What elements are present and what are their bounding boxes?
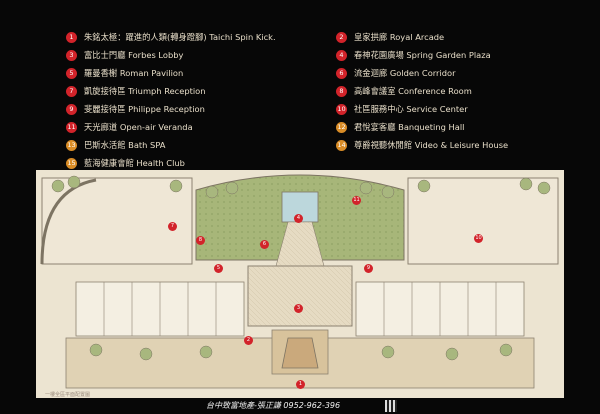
legend-label: 羅曼香榭 Roman Pavilion xyxy=(84,68,184,78)
trees xyxy=(51,175,551,361)
plan-badge: 4 xyxy=(294,214,303,223)
legend-item: 9 斐麗接待區 Philippe Reception xyxy=(66,100,276,118)
tree xyxy=(199,345,213,359)
legend-label: 斐麗接待區 Philippe Reception xyxy=(84,104,205,114)
legend-label: 高峰會議室 Conference Room xyxy=(354,86,472,96)
tree xyxy=(139,347,153,361)
legend-item: 3 富比士門廳 Forbes Lobby xyxy=(66,46,276,64)
legend-label: 社區服務中心 Service Center xyxy=(354,104,468,114)
legend-label: 君悅宴客廳 Banqueting Hall xyxy=(354,122,465,132)
legend-label: 流金迴廊 Golden Corridor xyxy=(354,68,456,78)
legend-item: 7 凱旋接待區 Triumph Reception xyxy=(66,82,276,100)
legend-number-badge: 12 xyxy=(336,121,347,133)
tree xyxy=(89,343,103,357)
central-lobby xyxy=(247,265,353,327)
tree xyxy=(499,343,513,357)
tree xyxy=(205,185,219,199)
tree xyxy=(381,345,395,359)
legend-number-badge: 2 xyxy=(336,31,347,43)
legend-item: 11 天光廊道 Open-air Veranda xyxy=(66,118,276,136)
legend-label: 藍海健康會館 Health Club xyxy=(84,158,185,168)
legend: 1 朱銘太極：躍進的人類(轉身蹬腳) Taichi Spin Kick. 3 富比士… xyxy=(66,28,586,169)
tree xyxy=(445,347,459,361)
legend-number-badge: 8 xyxy=(336,85,347,97)
tree xyxy=(519,177,533,191)
legend-number-badge: 11 xyxy=(66,121,77,133)
legend-number-badge: 14 xyxy=(336,139,347,151)
tree xyxy=(417,179,431,193)
legend-label: 朱銘太極：躍進的人類(轉身蹬腳) Taichi Spin Kick. xyxy=(84,32,276,42)
plan-badge: 9 xyxy=(364,264,373,273)
legend-item: 10 社區服務中心 Service Center xyxy=(336,100,508,118)
right-tower-block xyxy=(407,177,559,265)
unit-partitions xyxy=(103,282,497,336)
legend-item: 2 皇家拱廊 Royal Arcade xyxy=(336,28,508,46)
legend-number-badge: 7 xyxy=(66,85,77,97)
legend-number-badge: 15 xyxy=(66,157,77,169)
legend-number-badge: 13 xyxy=(66,139,77,151)
legend-number-badge: 3 xyxy=(66,49,77,61)
plan-badge: 5 xyxy=(214,264,223,273)
legend-label: 凱旋接待區 Triumph Reception xyxy=(84,86,206,96)
tree xyxy=(225,181,239,195)
plan-badge: 2 xyxy=(244,336,253,345)
plan-caption: 一樓全區平面配置圖 xyxy=(45,392,91,398)
legend-label: 春神花園廣場 Spring Garden Plaza xyxy=(354,50,491,60)
legend-item: 6 流金迴廊 Golden Corridor xyxy=(336,64,508,82)
legend-item: 8 高峰會議室 Conference Room xyxy=(336,82,508,100)
legend-number-badge: 1 xyxy=(66,31,77,43)
legend-column-right: 2 皇家拱廊 Royal Arcade 4 春神花園廣場 Spring Garden… xyxy=(336,28,508,154)
legend-number-badge: 4 xyxy=(336,49,347,61)
left-tower-block xyxy=(41,177,193,265)
legend-label: 皇家拱廊 Royal Arcade xyxy=(354,32,445,42)
legend-label: 巴斯水活館 Bath SPA xyxy=(84,140,166,150)
legend-label: 富比士門廳 Forbes Lobby xyxy=(84,50,184,60)
legend-label: 尊爵視聽休閒館 Video & Leisure House xyxy=(354,140,509,150)
tree xyxy=(359,181,373,195)
tree xyxy=(169,179,183,193)
legend-item: 4 春神花園廣場 Spring Garden Plaza xyxy=(336,46,508,64)
legend-item: 5 羅曼香榭 Roman Pavilion xyxy=(66,64,276,82)
legend-item: 15 藍海健康會館 Health Club xyxy=(66,154,276,172)
legend-number-badge: 9 xyxy=(66,103,77,115)
tree xyxy=(67,175,81,189)
legend-number-badge: 5 xyxy=(66,67,77,79)
curved-entrance-wall xyxy=(40,178,97,265)
tree xyxy=(51,179,65,193)
tree xyxy=(381,185,395,199)
legend-item: 14 尊爵視聽休閒館 Video & Leisure House xyxy=(336,136,508,154)
plan-badge: 1 xyxy=(296,380,305,389)
agent-contact: 台中致富地產-張正謙 0952-962-396 xyxy=(206,401,341,410)
floor-plan-drawing xyxy=(36,170,564,398)
plan-badge: 6 xyxy=(260,240,269,249)
legend-label: 天光廊道 Open-air Veranda xyxy=(84,122,193,132)
floor-plan: 1 2 3 4 5 6 7 8 9 10 11 xyxy=(36,170,564,398)
legend-item: 12 君悅宴客廳 Banqueting Hall xyxy=(336,118,508,136)
legend-number-badge: 10 xyxy=(336,103,347,115)
plan-badge: 11 xyxy=(352,196,361,205)
roman-pavilion-plaza xyxy=(281,337,319,369)
plan-badge: 7 xyxy=(168,222,177,231)
legend-number-badge: 6 xyxy=(336,67,347,79)
legend-column-left: 1 朱銘太極：躍進的人類(轉身蹬腳) Taichi Spin Kick. 3 富比士… xyxy=(66,28,276,172)
plan-badge: 3 xyxy=(294,304,303,313)
legend-item: 13 巴斯水活館 Bath SPA xyxy=(66,136,276,154)
plan-badge: 10 xyxy=(474,234,483,243)
tree xyxy=(537,181,551,195)
plan-badge: 8 xyxy=(196,236,205,245)
qr-code-icon xyxy=(385,400,397,412)
legend-item: 1 朱銘太極：躍進的人類(轉身蹬腳) Taichi Spin Kick. xyxy=(66,28,276,46)
